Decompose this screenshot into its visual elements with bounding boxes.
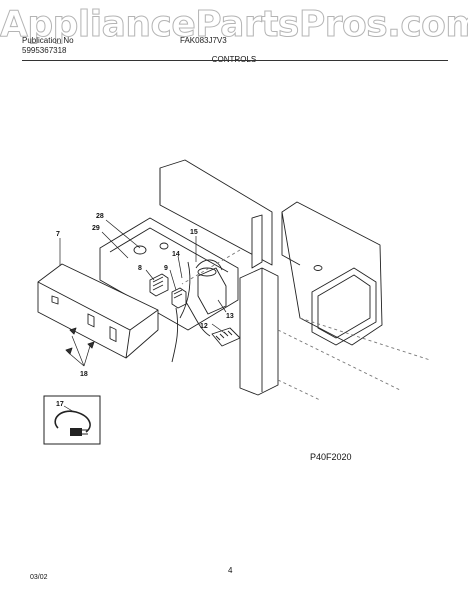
leader-29 [101,231,129,259]
capacitor-strap [195,259,223,271]
leader-12 [211,323,227,335]
wiring-3 [179,261,191,319]
screw-1 [69,327,77,335]
unit-outline [181,249,431,401]
capacitor-top [197,267,217,277]
cabinet-hole [313,265,323,271]
part-label-9: 9 [164,265,168,272]
inset-frame [43,395,101,445]
publication-label: Publication No [22,36,74,45]
wiring-1 [171,307,179,363]
heater-element [211,327,241,347]
heater-coil [215,330,233,341]
support-bracket [251,214,263,269]
part-label-17: 17 [56,401,64,408]
screw-2 [65,347,73,355]
part-label-18: 18 [80,371,88,378]
leader-14 [177,255,183,279]
plug-prongs [82,429,88,435]
tray-hole-right [159,242,169,250]
control-box-front [125,329,131,359]
cabinet-opening [311,267,377,346]
leader-18 [69,335,91,367]
relay-detail [173,289,183,299]
publication-number: 5995367318 [22,46,67,55]
part-label-8: 8 [138,265,142,272]
screw-3 [87,341,95,349]
watermark: AppliancePartsPros.com [0,4,468,46]
power-cord [54,410,91,433]
support-post [239,267,279,396]
section-title: CONTROLS [211,55,257,64]
footer-date: 03/02 [30,574,48,581]
control-box [37,263,159,359]
logo-mark [51,295,59,305]
switch-component [149,273,169,297]
part-label-14: 14 [172,251,180,258]
leader-13 [217,299,227,313]
leader-8 [145,269,155,281]
model-number: FAK083J7V3 [180,36,227,45]
cabinet-frame [281,201,383,346]
capacitor-component [197,267,227,315]
power-cord-inset: 17 [43,395,101,445]
part-label-12: 12 [200,323,208,330]
cabinet-flange [281,212,301,266]
switch-slot-1 [87,313,95,328]
part-label-29: 29 [92,225,100,232]
leader-17 [63,405,75,413]
switch-detail [152,276,164,291]
part-label-13: 13 [226,313,234,320]
header-rule [22,60,448,61]
leader-9 [169,269,177,291]
cabinet-opening-inner [317,274,371,339]
page-number: 4 [228,566,233,575]
part-label-15: 15 [190,229,198,236]
tray-hole-left [133,245,147,255]
leader-28 [105,219,141,249]
switch-slot-2 [109,326,117,343]
control-tray-floor [109,227,229,273]
part-label-7: 7 [56,231,60,238]
part-label-28: 28 [96,213,104,220]
wiring-2 [185,301,211,337]
figure-code: P40F2020 [310,452,352,462]
cord-plug [70,428,82,436]
